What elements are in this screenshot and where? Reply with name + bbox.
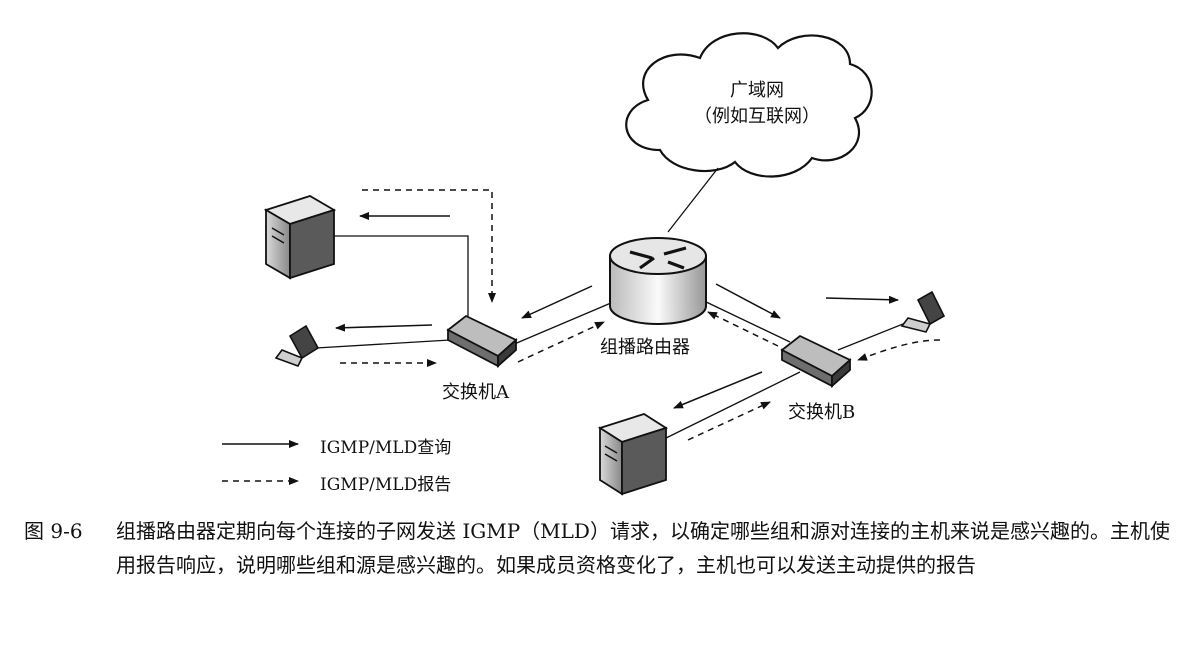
report-arrows	[340, 189, 941, 441]
router-icon	[609, 237, 707, 325]
laptop-a-icon	[274, 324, 320, 367]
figure-caption: 图 9-6 组播路由器定期向每个连接的子网发送 IGMP（MLD）请求，以确定哪…	[24, 514, 1174, 582]
wan-label-line1: 广域网	[730, 80, 784, 101]
laptop-b-icon	[900, 290, 946, 333]
router-switch-b-link	[701, 299, 791, 343]
server-b-icon	[597, 413, 669, 496]
figure-number: 图 9-6	[24, 519, 83, 543]
router-switch-a-link	[511, 299, 619, 346]
legend-report-label: IGMP/MLD报告	[320, 475, 452, 495]
wan-cloud-icon	[625, 32, 873, 178]
query-arrows	[335, 212, 899, 409]
server-a-link	[330, 235, 469, 322]
switch-a-label: 交换机A	[442, 382, 509, 403]
wan-link	[667, 167, 719, 233]
legend-query-label: IGMP/MLD查询	[320, 438, 452, 458]
switch-b-label: 交换机B	[788, 402, 856, 423]
server-a-icon	[263, 195, 337, 280]
wan-label: 广域网	[707, 76, 807, 102]
laptop-b-link	[837, 321, 909, 351]
caption-text: 组播路由器定期向每个连接的子网发送 IGMP（MLD）请求，以确定哪些组和源对连…	[116, 519, 1170, 577]
router-label: 组播路由器	[600, 337, 690, 358]
switch-a-icon	[446, 314, 518, 369]
wan-sublabel: （例如互联网）	[690, 102, 824, 128]
server-b-link	[661, 371, 801, 441]
network-diagram	[222, 32, 946, 496]
switch-b-icon	[780, 334, 852, 389]
laptop-a-link	[315, 339, 451, 349]
wan-label-line2: （例如互联网）	[694, 106, 820, 127]
